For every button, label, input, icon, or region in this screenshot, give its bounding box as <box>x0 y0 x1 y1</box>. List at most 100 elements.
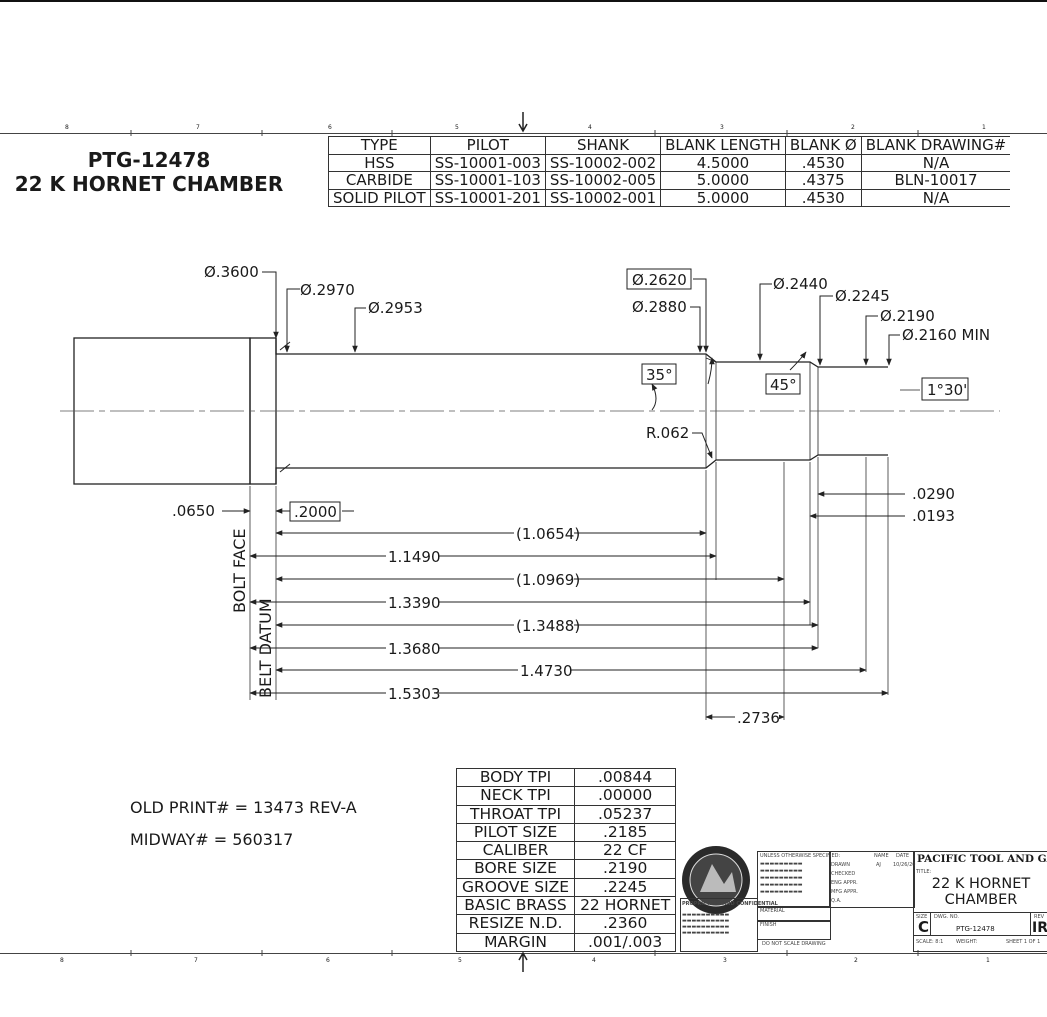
company-name: PACIFIC TOOL AND GAUGE <box>917 853 1047 865</box>
sheet-value: SHEET 1 OF 1 <box>1006 939 1041 945</box>
table-header-cell: BLANK LENGTH <box>660 136 786 155</box>
table-header-cell: SHANK <box>544 136 662 155</box>
zone-marker: 1 <box>986 957 990 964</box>
dim-1-4730: 1.4730 <box>520 662 573 680</box>
finish-box <box>757 920 831 940</box>
table-cell: SS-10002-005 <box>544 171 662 190</box>
dim-1-1490: 1.1490 <box>388 548 441 566</box>
basic-dim-box <box>641 363 677 385</box>
table-cell: 4.5000 <box>660 153 786 172</box>
table-row: CARBIDE SS-10001-103 SS-10002-005 5.0000… <box>328 171 1011 190</box>
eng-appr-label: ENG APPR. <box>831 880 858 886</box>
table-row: BODY TPI.00844 <box>455 767 677 788</box>
table-cell: .4375 <box>784 171 862 190</box>
dim-right-0193: .0193 <box>912 507 955 525</box>
scale-value: SCALE: 8:1 <box>916 939 944 945</box>
table-cell: N/A <box>860 188 1011 207</box>
spec-label: BASIC BRASS <box>455 896 576 916</box>
frame-top-border <box>0 0 1047 2</box>
table-header-cell: BLANK DRAWING# <box>860 136 1011 155</box>
dim-1-3680: 1.3680 <box>388 640 441 658</box>
table-cell: BLN-10017 <box>860 171 1011 190</box>
spec-label: RESIZE N.D. <box>455 914 576 934</box>
zone-marker: 2 <box>854 957 858 964</box>
proprietary-text-line: ▬▬▬▬▬▬▬▬▬▬ <box>682 924 730 930</box>
title-label: TITLE: <box>916 869 932 875</box>
company-logo-seal <box>682 846 750 914</box>
dim-belt-step: .2000 <box>294 503 337 521</box>
zone-marker: 1 <box>982 124 986 131</box>
tolerance-text-line: ▬▬▬▬▬▬▬▬▬ <box>760 875 803 881</box>
table-row: THROAT TPI.05237 <box>455 804 677 824</box>
zone-markers-top: 8 7 6 5 4 3 2 1 <box>65 112 986 136</box>
part-number: PTG-12478 <box>87 148 211 172</box>
table-row: SOLID PILOT SS-10001-201 SS-10002-001 5.… <box>328 188 1011 207</box>
qa-label: Q.A. <box>831 898 842 904</box>
dim-right-0290: .0290 <box>912 485 955 503</box>
table-row: BORE SIZE.2190 <box>455 859 677 879</box>
drawn-name: AJ <box>876 862 881 868</box>
spec-value: .2245 <box>574 877 677 898</box>
spec-value: .001/.003 <box>574 932 677 952</box>
angle-callout-45: 45° <box>770 376 797 394</box>
diameter-callout-2970: Ø.2970 <box>300 281 355 299</box>
tolerance-text-line: ▬▬▬▬▬▬▬▬▬ <box>760 861 803 867</box>
dwg-no-value: PTG-12478 <box>956 925 995 933</box>
basic-dim-box <box>765 373 801 395</box>
dim-neck-2736: .2736 <box>737 709 780 727</box>
linear-dimension-labels: .0650 .2000 .0290 .0193 (1.0654) 1.1490 … <box>172 485 955 727</box>
title-block-divider <box>1030 913 1031 935</box>
table-cell: SS-10002-002 <box>544 153 662 172</box>
drawn-date: 10/26/20 <box>893 862 916 868</box>
zone-marker: 3 <box>720 124 724 131</box>
company-title-box <box>913 851 1047 952</box>
diameter-callout-2440: Ø.2440 <box>773 275 828 293</box>
dwg-no-label: DWG. NO. <box>934 914 959 920</box>
midway-note: MIDWAY# = 560317 <box>130 830 294 849</box>
spec-value: .00844 <box>574 767 677 788</box>
spec-value: 22 CF <box>574 841 677 861</box>
mfg-appr-label: MFG APPR. <box>831 889 858 895</box>
spec-label: GROOVE SIZE <box>455 877 576 898</box>
table-cell: N/A <box>860 153 1011 172</box>
table-row: PILOT SIZE.2185 <box>455 822 677 843</box>
dim-ref-1-3488: (1.3488) <box>516 617 580 635</box>
datum-label-bolt-face: BOLT FACE <box>230 528 249 613</box>
spec-value: .2185 <box>574 822 677 843</box>
part-name: 22 K HORNET CHAMBER <box>14 172 284 196</box>
zone-marker: 8 <box>65 124 69 131</box>
zone-marker: 4 <box>592 957 596 964</box>
chamber-lower-profile <box>275 454 888 484</box>
spec-value: .05237 <box>574 804 677 824</box>
drawn-label: DRAWN <box>831 862 850 868</box>
diameter-callout-2880: Ø.2880 <box>632 298 687 316</box>
table-cell: SS-10001-003 <box>429 153 546 172</box>
name-header: NAME <box>874 853 889 859</box>
proprietary-text-line: ▬▬▬▬▬▬▬▬▬▬ <box>682 930 730 936</box>
material-label: MATERIAL <box>760 908 785 914</box>
angle-callout-35: 35° <box>646 366 673 384</box>
basic-dim-box <box>921 377 969 401</box>
spec-value: .2190 <box>574 859 677 879</box>
table-cell: SS-10001-201 <box>429 188 546 207</box>
title-block-divider <box>930 913 931 935</box>
diameter-callout-2160-min: Ø.2160 MIN <box>902 326 990 344</box>
proprietary-text-line: ▬▬▬▬▬▬▬▬▬▬ <box>682 918 730 924</box>
table-row: HSS SS-10001-003 SS-10002-002 4.5000 .45… <box>328 153 1011 172</box>
angle-labels: 35° 45° 1°30' R.062 <box>641 363 969 442</box>
spec-value: 22 HORNET <box>574 896 677 916</box>
table-cell: CARBIDE <box>328 171 431 190</box>
frame-upper-zone-line <box>0 133 1047 134</box>
finish-label: FINISH <box>760 922 777 928</box>
table-row: GROOVE SIZE.2245 <box>455 877 677 898</box>
table-cell: SS-10001-103 <box>429 171 546 190</box>
zone-marker: 8 <box>60 957 64 964</box>
datum-label-belt-datum: BELT DATUM <box>256 598 275 698</box>
diameter-callout-2953: Ø.2953 <box>368 299 423 317</box>
table-row: RESIZE N.D..2360 <box>455 914 677 934</box>
dim-1-3390: 1.3390 <box>388 594 441 612</box>
diameter-leaders <box>262 271 920 473</box>
date-header: DATE <box>896 853 910 859</box>
